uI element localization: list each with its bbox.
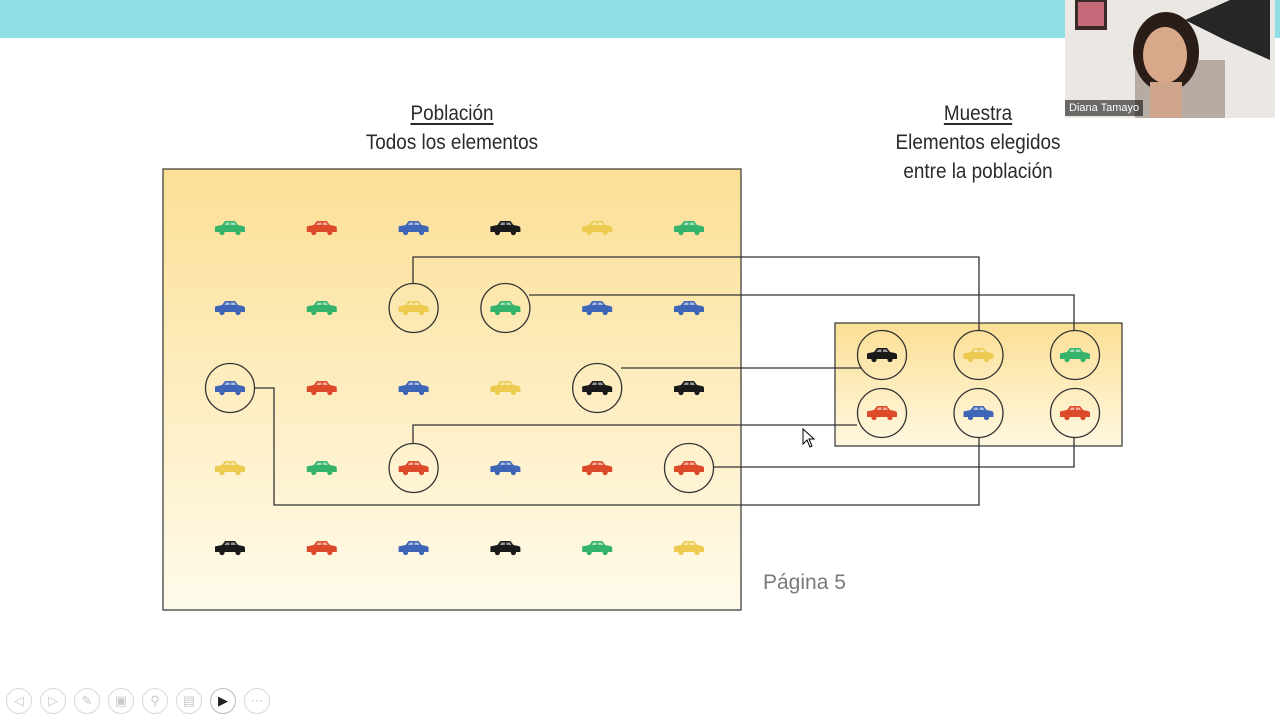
- car-icon: [215, 301, 245, 316]
- back-icon[interactable]: ◁: [6, 688, 32, 714]
- sample-heading: Muestra: [943, 102, 1013, 125]
- car-icon: [582, 541, 613, 556]
- car-icon: [582, 461, 613, 476]
- video-tile[interactable]: Diana Tamayo: [1065, 0, 1275, 118]
- connector-line: [529, 294, 1075, 331]
- connector-line: [412, 424, 857, 443]
- car-icon: [674, 301, 704, 316]
- selection-circle: [856, 329, 908, 381]
- car-icon: [398, 221, 429, 236]
- caption-icon[interactable]: ▤: [176, 688, 202, 714]
- selection-circle: [856, 387, 908, 439]
- car-icon: [306, 461, 337, 476]
- selection-circle: [953, 387, 1004, 439]
- sample-cars: [856, 329, 1101, 439]
- selection-circle: [388, 282, 439, 334]
- population-title: Población Todos los elementos: [317, 99, 587, 157]
- car-icon: [306, 221, 337, 236]
- selection-circle: [388, 442, 439, 494]
- forward-icon[interactable]: ▷: [40, 688, 66, 714]
- car-icon: [215, 381, 245, 396]
- presenter-video: [1065, 0, 1275, 118]
- car-icon: [398, 541, 429, 556]
- sample-subtitle-line2: entre la población: [903, 160, 1053, 183]
- car-icon: [490, 381, 521, 396]
- more-icon[interactable]: ⋯: [244, 688, 270, 714]
- population-cars: [204, 221, 715, 556]
- car-icon: [582, 301, 613, 316]
- car-icon: [867, 348, 897, 363]
- slides-icon[interactable]: ▣: [108, 688, 134, 714]
- car-icon: [674, 541, 704, 556]
- car-icon: [1060, 348, 1090, 363]
- car-icon: [963, 348, 994, 363]
- sample-box: [834, 322, 1123, 447]
- selection-circle: [953, 329, 1004, 381]
- video-camera-icon[interactable]: ▶: [210, 688, 236, 714]
- car-icon: [306, 301, 337, 316]
- population-subtitle: Todos los elementos: [365, 131, 539, 154]
- car-icon: [490, 221, 521, 236]
- population-box: [162, 168, 742, 611]
- selection-circle: [1049, 387, 1101, 439]
- car-icon: [674, 461, 704, 476]
- selection-circle: [663, 442, 715, 494]
- car-icon: [490, 541, 521, 556]
- car-icon: [674, 381, 704, 396]
- car-icon: [867, 406, 897, 421]
- car-icon: [582, 381, 613, 396]
- car-icon: [306, 381, 337, 396]
- presenter-name: Diana Tamayo: [1065, 100, 1144, 116]
- car-icon: [490, 461, 521, 476]
- connector-line: [412, 256, 980, 331]
- car-icon: [674, 221, 704, 236]
- presentation-toolbar: ◁ ▷ ✎ ▣ ⚲ ▤ ▶ ⋯: [6, 688, 270, 716]
- zoom-icon[interactable]: ⚲: [142, 688, 168, 714]
- car-icon: [398, 381, 429, 396]
- selection-circle: [204, 362, 256, 414]
- car-icon: [582, 221, 613, 236]
- pen-icon[interactable]: ✎: [74, 688, 100, 714]
- car-icon: [1060, 406, 1090, 421]
- selection-circle: [1049, 329, 1101, 381]
- car-icon: [306, 541, 337, 556]
- connector-lines: [254, 256, 1075, 506]
- selection-circle: [480, 282, 531, 334]
- car-icon: [490, 301, 521, 316]
- sample-title: Muestra Elementos elegidos entre la pobl…: [843, 99, 1113, 186]
- car-icon: [215, 221, 245, 236]
- connector-line: [254, 387, 980, 506]
- page-label: Página 5: [763, 571, 846, 594]
- sample-subtitle-line1: Elementos elegidos: [895, 131, 1061, 154]
- car-icon: [963, 406, 994, 421]
- car-icon: [398, 461, 429, 476]
- selection-circle: [572, 362, 623, 414]
- connector-line: [713, 438, 1075, 468]
- car-icon: [215, 461, 245, 476]
- population-heading: Población: [410, 102, 494, 125]
- mouse-cursor-icon: [802, 428, 816, 448]
- car-icon: [398, 301, 429, 316]
- car-icon: [215, 541, 245, 556]
